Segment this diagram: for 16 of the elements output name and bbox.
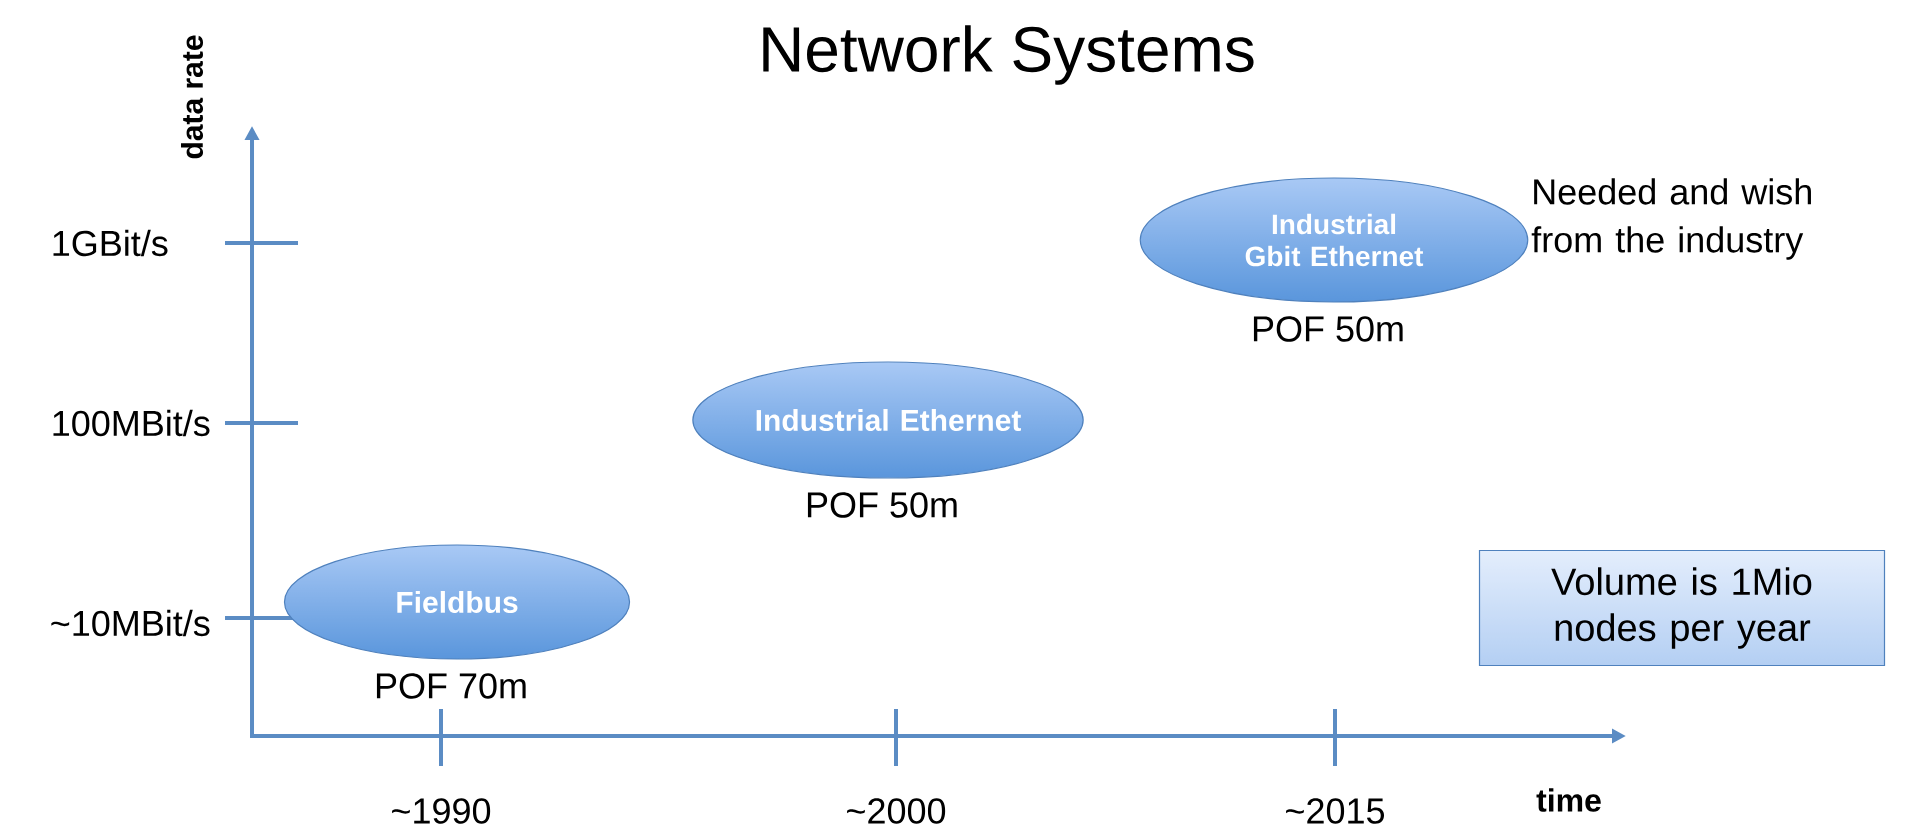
ellipse-node: Industrial Gbit Ethernet (1139, 177, 1529, 303)
caption-text: POF 50m (1253, 316, 1403, 342)
tick-label: 1GBit/s (53, 229, 168, 257)
ellipse-node: Industrial Ethernet (692, 361, 1084, 479)
tick-label: 100MBit/s (53, 409, 210, 437)
ellipse-node: Fieldbus (283, 544, 631, 660)
caption-text: POF 70m (376, 673, 526, 699)
axis-label: time (1536, 788, 1601, 812)
tick-label: ~2000 (847, 798, 946, 824)
caption-text: POF 50m (807, 492, 957, 518)
tick-label: ~2015 (1286, 798, 1385, 824)
tick-label: ~10MBit/s (51, 609, 210, 637)
tick-label: ~1990 (392, 798, 491, 824)
title: Network Systems (763, 25, 1254, 85)
note-box: Volume is 1Mio nodes per year (1478, 549, 1886, 667)
axis-label: data rate (181, 35, 204, 159)
